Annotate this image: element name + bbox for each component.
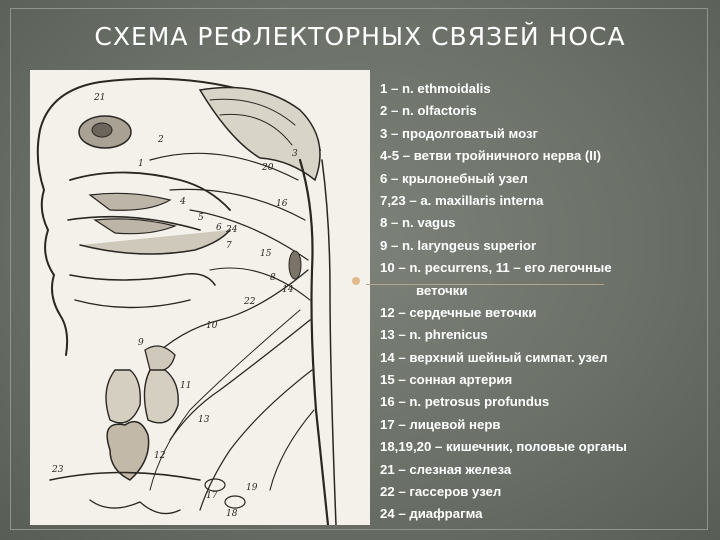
slide-title: СХЕМА РЕФЛЕКТОРНЫХ СВЯЗЕЙ НОСА [94,22,626,51]
legend-item: 22 – гассеров узел [380,484,502,500]
legend-item: 1 – n. ethmoidalis [380,81,491,96]
legend-item: 2 – n. olfactoris [380,103,477,119]
figure-label: 3 [292,149,298,159]
figure-label: 17 [206,491,218,501]
figure-label: 10 [206,321,218,331]
figure-label: 24 [225,225,238,235]
figure-label: 4 [179,197,186,207]
figure-label: 13 [198,415,210,425]
legend-item: веточки [416,282,468,298]
legend-item: 16 – n. petrosus profundus [380,394,550,410]
legend-item: 3 – продолговатый мозг [380,125,539,141]
reflex-connections-drawing: 21 1 2 3 4 5 6 7 8 9 10 11 12 13 14 15 1… [36,77,337,525]
legend-item: 18,19,20 – кишечник, половые органы [380,439,627,455]
legend-item: 10 – n. pecurrens, 11 – его легочные [380,260,612,276]
legend-item: 17 – лицевой нерв [380,416,501,432]
figure-label: 15 [260,249,272,259]
figure-label: 12 [154,451,166,461]
legend-item: 8 – n. vagus [380,215,456,231]
figure-label: 21 [93,93,105,103]
bullet-dot [352,277,360,285]
anatomy-illustration: 21 1 2 3 4 5 6 7 8 9 10 11 12 13 14 15 1… [30,70,370,525]
figure-label: 22 [243,297,256,307]
legend-item: 14 – верхний шейный симпат. узел [380,349,608,365]
figure-label: 20 [261,163,274,173]
legend-item: 7,23 – a. maxillaris interna [380,192,544,208]
legend-item: 4-5 – ветви тройничного нерва (II) [380,148,602,164]
figure-label: 9 [138,338,144,348]
legend-item: 12 – сердечные веточки [380,304,537,320]
figure-label: 23 [51,465,64,475]
legend-item: 24 – диафрагма [380,506,483,522]
figure-label: 2 [157,135,164,145]
legend-list: 1 – n. ethmoidalis 2 – n. olfactoris 3 –… [380,78,710,526]
figure-label: 14 [282,285,294,295]
figure-label: 5 [198,213,204,223]
figure-label: 7 [226,241,232,251]
figure-label: 11 [180,381,191,391]
legend-item: 6 – крылонебный узел [380,170,528,186]
figure-label: 19 [246,483,258,493]
legend-item: 13 – n. phrenicus [380,327,488,343]
figure-label: 8 [270,273,276,283]
legend-item: 21 – слезная железа [380,461,512,477]
slide-frame [10,8,708,530]
legend-item: 9 – n. laryngeus superior [380,237,537,253]
bullet-underline [366,284,604,285]
figure-label: 18 [226,509,238,519]
figure-label: 6 [216,223,222,233]
figure-label: 1 [138,159,144,169]
legend-item: 15 – сонная артерия [380,372,513,388]
figure-label: 16 [276,199,288,209]
